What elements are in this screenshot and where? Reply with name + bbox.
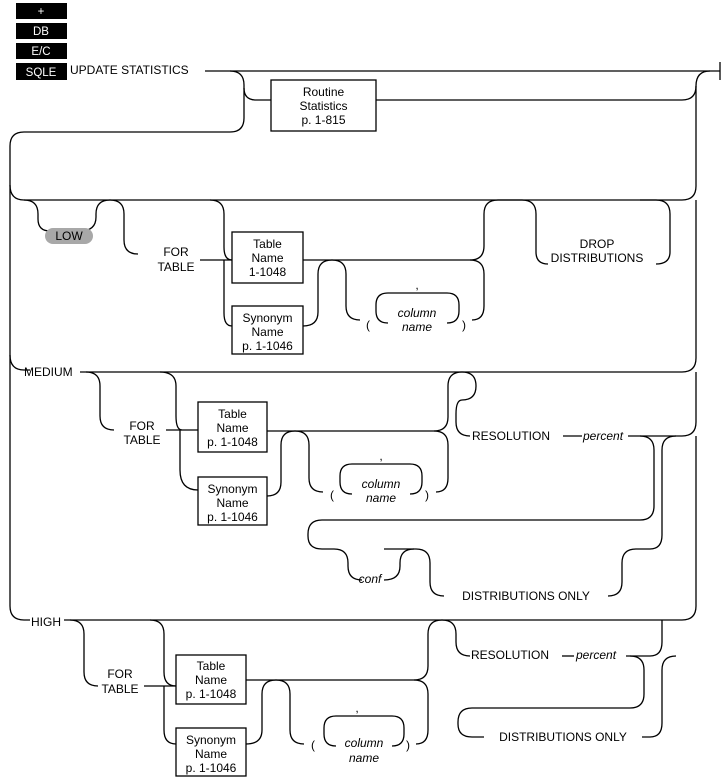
- comma-low: ,: [415, 278, 418, 292]
- badge-db: DB: [33, 26, 49, 38]
- statement-keyword: UPDATE STATISTICS: [70, 63, 189, 77]
- close-paren-high: ): [406, 738, 410, 752]
- close-paren-low: ): [462, 318, 466, 332]
- badge-plus: +: [38, 6, 45, 18]
- distributions-keyword-low: DISTRIBUTIONS: [551, 251, 644, 265]
- low-section: LOW FOR TABLE Table Name 1-1048 Synonym …: [23, 199, 671, 355]
- conf-label: conf: [359, 572, 383, 586]
- table-name-ref-medium-1: Table: [218, 407, 247, 421]
- synonym-ref-low-2: Name: [251, 325, 283, 339]
- synonym-ref-low-1: Synonym: [242, 311, 292, 325]
- synonym-ref-medium-1: Synonym: [207, 482, 257, 496]
- synonym-ref-high-2: Name: [195, 747, 227, 761]
- table-label-low: TABLE: [157, 260, 194, 274]
- high-section: HIGH FOR TABLE Table Name p. 1-1048 Syno…: [31, 436, 697, 777]
- column-name-high-2: name: [349, 751, 379, 765]
- medium-keyword: MEDIUM: [24, 365, 73, 379]
- column-name-low-1: column: [398, 306, 437, 320]
- synonym-ref-low-3: p. 1-1046: [242, 339, 293, 353]
- table-label-medium: TABLE: [123, 433, 160, 447]
- resolution-keyword-medium: RESOLUTION: [472, 429, 550, 443]
- medium-section: MEDIUM FOR TABLE Table Name p. 1-1048 Sy…: [24, 200, 697, 603]
- routine-label-2: Statistics: [299, 99, 347, 113]
- table-name-ref-high-2: Name: [195, 673, 227, 687]
- table-name-ref-low-1: Table: [253, 237, 282, 251]
- percent-high: percent: [575, 648, 617, 662]
- column-name-low-2: name: [402, 320, 432, 334]
- synonym-ref-medium-3: p. 1-1046: [207, 510, 258, 524]
- close-paren-medium: ): [425, 488, 429, 502]
- resolution-keyword-high: RESOLUTION: [471, 648, 549, 662]
- high-keyword: HIGH: [31, 615, 61, 629]
- for-label-medium: FOR: [129, 419, 155, 433]
- routine-statistics-box: Routine Statistics p. 1-815: [270, 79, 377, 132]
- open-paren-low: (: [366, 318, 370, 332]
- product-badges: + DB E/C SQLE: [16, 3, 67, 80]
- main-path: [9, 62, 721, 621]
- for-label-high: FOR: [107, 667, 133, 681]
- table-name-ref-low-2: Name: [251, 251, 283, 265]
- table-name-ref-medium-2: Name: [216, 421, 248, 435]
- column-name-medium-1: column: [362, 477, 401, 491]
- table-name-ref-medium-3: p. 1-1048: [207, 435, 258, 449]
- synonym-ref-high-1: Synonym: [186, 733, 236, 747]
- synonym-ref-medium-2: Name: [216, 496, 248, 510]
- badge-ec: E/C: [31, 46, 50, 58]
- percent-medium: percent: [582, 429, 624, 443]
- table-name-ref-high-3: p. 1-1048: [186, 687, 237, 701]
- synonym-ref-high-3: p. 1-1046: [186, 761, 237, 775]
- comma-medium: ,: [379, 449, 382, 463]
- routine-page-ref: p. 1-815: [301, 113, 345, 127]
- table-label-high: TABLE: [101, 682, 138, 696]
- routine-label-1: Routine: [303, 85, 345, 99]
- comma-high: ,: [355, 701, 358, 715]
- badge-sqle: SQLE: [26, 67, 57, 79]
- column-name-high-1: column: [345, 736, 384, 750]
- column-name-medium-2: name: [366, 491, 396, 505]
- distributions-only-medium: DISTRIBUTIONS ONLY: [462, 589, 590, 603]
- open-paren-high: (: [311, 738, 315, 752]
- distributions-only-high: DISTRIBUTIONS ONLY: [499, 730, 627, 744]
- table-name-ref-high-1: Table: [197, 659, 226, 673]
- table-name-ref-low-3: 1-1048: [249, 265, 287, 279]
- drop-keyword: DROP: [580, 237, 615, 251]
- for-label-low: FOR: [163, 245, 189, 259]
- low-keyword: LOW: [55, 229, 83, 243]
- open-paren-medium: (: [330, 488, 334, 502]
